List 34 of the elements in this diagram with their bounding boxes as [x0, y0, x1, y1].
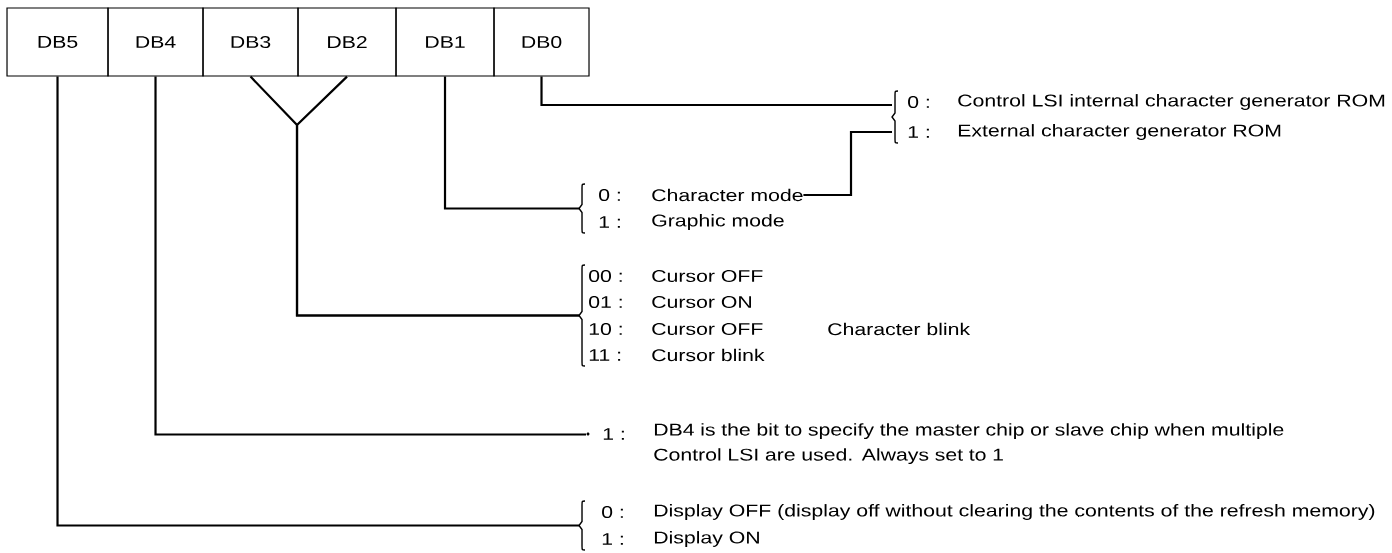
connector-line — [443, 76, 579, 210]
option-text: Character blink — [828, 322, 971, 336]
bit-value: 01 : — [589, 295, 622, 308]
option-text: Character mode — [652, 188, 803, 202]
connector-line — [154, 76, 586, 436]
option-text: Display ON — [654, 531, 759, 547]
bit-value: 00 : — [589, 269, 622, 282]
option-text: DB4 is the bit to specify the master chip or slave chip when multiple Control LSI are used. Always set to 1 — [654, 423, 1284, 465]
bit-cell: DB1 — [395, 7, 495, 77]
bit-value: 1 : — [599, 216, 620, 228]
bit-cell: DB4 — [107, 7, 204, 77]
bit-value: 0 : — [599, 188, 620, 201]
connector-line — [803, 130, 892, 197]
option-text: Control LSI internal character generator ROM — [958, 94, 1385, 110]
bit-value: 0 : — [602, 505, 623, 518]
option-text: External character generator ROM — [958, 124, 1281, 140]
bit-cell: DB5 — [6, 7, 109, 77]
bit-value: 0 : — [908, 95, 929, 108]
option-text: Cursor OFF — [652, 269, 763, 282]
bit-value: 1 : — [603, 428, 624, 440]
option-text: Cursor blink — [652, 348, 765, 362]
connector-line — [56, 76, 579, 527]
option-text: Cursor OFF — [652, 322, 763, 335]
bit-cell: DB2 — [297, 7, 397, 77]
bit-value: 11 : — [589, 349, 621, 361]
bit-cell: DB0 — [493, 7, 590, 77]
option-text: Graphic mode — [652, 214, 784, 230]
bit-value: 10 : — [589, 322, 622, 335]
option-text: Cursor ON — [652, 295, 751, 308]
bit-value: 1 : — [602, 533, 623, 545]
bit-value: 1 : — [908, 126, 929, 138]
bit-cell: DB3 — [202, 7, 299, 77]
connector-line — [540, 76, 892, 107]
option-text: Display OFF (display off without clearing the contents of the refresh memory) — [654, 504, 1375, 520]
